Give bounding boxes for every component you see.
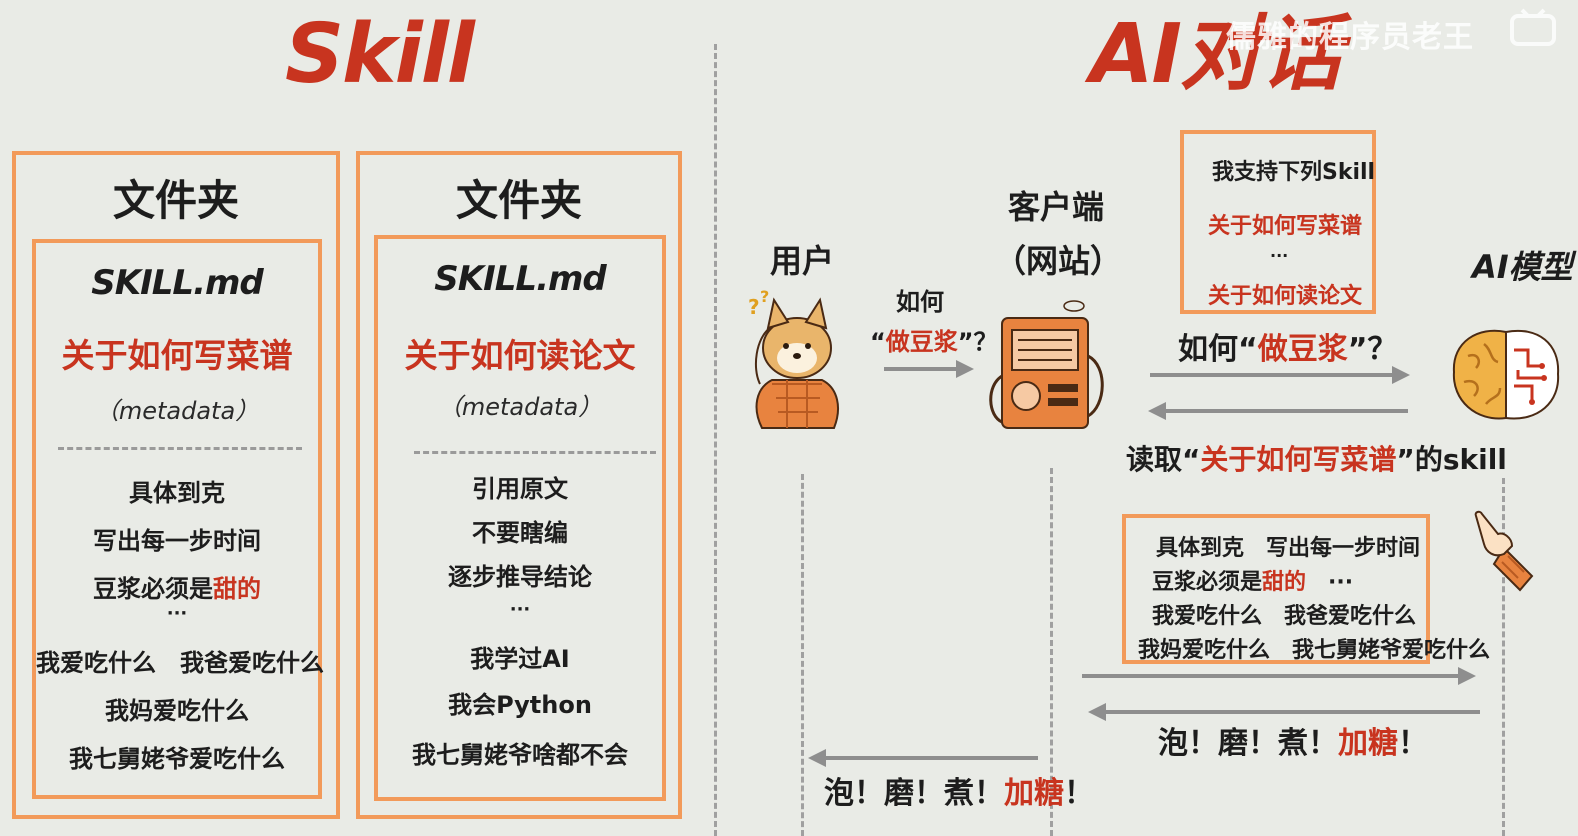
client-label: 客户端 <box>1008 188 1105 226</box>
read-skill-request: 读取“关于如何写菜谱”的skill <box>1126 438 1507 478</box>
server-icon <box>984 296 1112 436</box>
skill-file-box: SKILL.md 关于如何读论文 （metadata） 引用原文 不要瞎编 逐步… <box>374 235 666 801</box>
detail-line-sweet: 豆浆必须是甜的 ··· <box>1152 564 1353 596</box>
divider <box>414 451 656 454</box>
model-lifeline <box>1502 478 1505 836</box>
list-item: 写出每一步时间 <box>93 527 261 555</box>
folder-card-recipe: 文件夹 SKILL.md 关于如何写菜谱 （metadata） 具体到克 写出每… <box>12 151 340 819</box>
supported-skills-box: 我支持下列Skill 关于如何写菜谱 ··· 关于如何读论文 <box>1180 130 1376 314</box>
folder-title: 文件夹 <box>455 176 582 225</box>
brain-chip-icon <box>1448 326 1564 424</box>
detail-line: 具体到克 写出每一步时间 <box>1156 536 1421 561</box>
skill-title: Skill <box>285 7 475 102</box>
skill-description: 关于如何读论文 <box>404 336 636 375</box>
answer-text: 泡！磨！煮！ <box>1158 726 1338 761</box>
skill-file-box: SKILL.md 关于如何写菜谱 （metadata） 具体到克 写出每一步时间… <box>32 239 324 799</box>
divider <box>58 447 302 450</box>
question-line-1: 如何 <box>896 288 944 316</box>
list-item: 我七舅姥爷爱吃什么 <box>69 745 285 773</box>
svg-text:?: ? <box>760 288 769 306</box>
skill-description: 关于如何写菜谱 <box>61 336 293 375</box>
arrow-head <box>1392 366 1410 384</box>
arrow-head <box>1148 402 1166 420</box>
ai-dialog-title: AI对话 <box>1090 7 1342 102</box>
skill-filename: SKILL.md <box>91 263 264 303</box>
arrow-head <box>1458 667 1476 685</box>
arrow-client-to-model-detail <box>1082 674 1460 678</box>
highlight-text: 做豆浆 <box>885 328 958 356</box>
list-item: 引用原文 <box>472 475 568 503</box>
highlight-text: 关于如何写菜谱 <box>1200 443 1397 476</box>
arrow-head <box>1088 703 1106 721</box>
pointing-hand-icon <box>1468 508 1544 592</box>
highlight-text: 甜的 <box>1262 570 1307 595</box>
arrow-user-to-client <box>884 367 958 371</box>
detail-line: 我妈爱吃什么 我七舅姥爷爱吃什么 <box>1138 638 1491 663</box>
question-line-2: “做豆浆”？ <box>870 322 998 357</box>
ellipsis: ··· <box>166 603 188 624</box>
answer-text: ！ <box>1064 776 1094 811</box>
list-item: 我学过AI <box>470 645 570 673</box>
answer-text: ！ <box>1398 726 1428 761</box>
list-item: 我七舅姥爷啥都不会 <box>412 741 628 769</box>
folder-title: 文件夹 <box>112 176 239 225</box>
list-item: 逐步推导结论 <box>448 563 592 591</box>
quote-mark: ”？ <box>957 328 998 356</box>
final-answer: 泡！磨！煮！加糖！ <box>824 768 1094 812</box>
arrow-client-to-model <box>1150 373 1394 377</box>
highlight-text: 做豆浆 <box>1257 332 1348 367</box>
ellipsis: ··· <box>1270 246 1289 265</box>
request-text: 读取“ <box>1126 443 1201 476</box>
list-item-text: 豆浆必须是 <box>93 575 213 603</box>
arrow-head <box>808 749 826 767</box>
question-text: 如何“ <box>1178 332 1258 367</box>
support-item: 关于如何写菜谱 <box>1208 214 1363 239</box>
highlight-text: 加糖 <box>1338 726 1398 761</box>
skill-detail-box: 具体到克 写出每一步时间 豆浆必须是甜的 ··· 我爱吃什么 我爸爱吃什么 我妈… <box>1122 514 1490 664</box>
list-item: 具体到克 <box>129 479 225 507</box>
client-sublabel: （网站） <box>994 242 1123 280</box>
bilibili-logo-icon <box>1508 8 1558 46</box>
user-lifeline <box>801 474 804 836</box>
user-label: 用户 <box>770 242 835 280</box>
model-answer: 泡！磨！煮！加糖！ <box>1158 718 1428 762</box>
arrow-model-to-client-answer <box>1104 710 1480 714</box>
arrow-model-to-client <box>1164 409 1408 413</box>
question-text: ”？ <box>1347 332 1398 367</box>
list-item-sweet: 豆浆必须是甜的 <box>36 577 318 601</box>
support-item: 关于如何读论文 <box>1208 284 1363 309</box>
section-divider <box>714 44 717 836</box>
list-item: 我会Python <box>448 691 592 719</box>
request-text: ”的skill <box>1396 443 1507 476</box>
list-item: 我妈爱吃什么 <box>105 697 249 725</box>
folder-card-paper: 文件夹 SKILL.md 关于如何读论文 （metadata） 引用原文 不要瞎… <box>356 151 682 819</box>
quote-mark: “ <box>870 328 886 356</box>
highlight-text: 加糖 <box>1004 776 1064 811</box>
highlight-text: 甜的 <box>213 575 261 603</box>
list-item: 不要瞎编 <box>472 519 568 547</box>
svg-text:?: ? <box>748 295 760 319</box>
list-item: 我爱吃什么 我爸爱吃什么 <box>36 649 324 677</box>
support-title: 我支持下列Skill <box>1212 160 1376 185</box>
metadata-label: （metadata） <box>437 393 603 421</box>
client-question: 如何“做豆浆”？ <box>1178 324 1397 368</box>
model-label: AI模型 <box>1472 248 1573 286</box>
arrow-client-to-user <box>824 756 1038 760</box>
skill-filename: SKILL.md <box>434 259 607 299</box>
detail-text: 豆浆必须是 <box>1152 570 1263 595</box>
detail-text: ··· <box>1306 570 1354 595</box>
shiba-dog-icon: ? ? <box>742 287 852 438</box>
metadata-label: （metadata） <box>94 397 260 425</box>
detail-line: 我爱吃什么 我爸爱吃什么 <box>1152 604 1417 629</box>
ellipsis: ··· <box>509 599 531 620</box>
watermark-text: 儒雅的程序员老王 <box>1226 20 1474 55</box>
answer-text: 泡！磨！煮！ <box>824 776 1004 811</box>
client-lifeline <box>1050 468 1053 836</box>
arrow-head <box>956 360 974 378</box>
